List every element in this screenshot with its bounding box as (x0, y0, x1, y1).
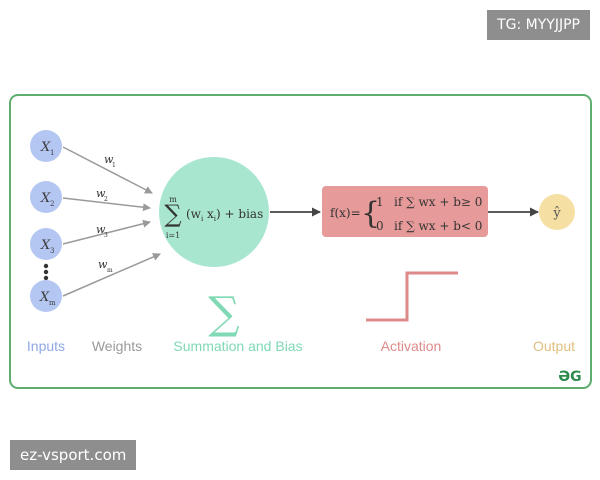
watermark-tag-bottom: ez-vsport.com (10, 440, 137, 470)
geeksforgeeks-logo: ƏG (558, 369, 581, 385)
brace: { (361, 196, 380, 231)
sum-term: (wi xi) + bias (186, 207, 263, 223)
svg-text:m: m (107, 267, 113, 274)
svg-text:w: w (96, 223, 106, 236)
weight-label-m: w m (98, 258, 113, 274)
input-node-1: X 1 (30, 130, 62, 162)
summation-icon: ∑ (208, 288, 239, 339)
output-label: Output (533, 338, 575, 354)
diagram-frame (9, 94, 592, 389)
arrow-input-2 (62, 197, 151, 212)
input-subscript: 3 (50, 247, 54, 255)
summation-label: Summation and Bias (173, 338, 302, 354)
inputs-label: Inputs (27, 338, 65, 354)
svg-text:3: 3 (104, 232, 108, 239)
step-function-icon (366, 271, 458, 322)
input-node-3: X 3 (30, 228, 62, 260)
svg-text:w: w (96, 187, 106, 200)
output-node: ŷ (539, 194, 575, 230)
case1-condition: if ∑ wx + b≥ 0 (394, 195, 482, 209)
input-node-2: X 2 (30, 181, 62, 213)
weight-label-1: w 1 (104, 153, 116, 169)
weight-arrows (62, 146, 161, 297)
case2-value: 0 (376, 219, 384, 233)
svg-text:w: w (98, 258, 108, 271)
input-label: X (40, 140, 51, 155)
arrow-input-m (62, 253, 161, 297)
output-symbol: ŷ (552, 206, 561, 221)
case1-value: 1 (376, 195, 384, 209)
summation-node: m ∑ i=1 (wi xi) + bias (159, 157, 269, 267)
sum-upper-limit: m (169, 195, 177, 204)
input-node-m: X m (30, 280, 62, 312)
input-label: X (40, 191, 51, 206)
input-subscript: 2 (50, 200, 54, 208)
input-subscript: 1 (50, 149, 54, 157)
input-label: X (40, 238, 51, 253)
activation-function-box: f(x)= { 1 if ∑ wx + b≥ 0 0 if ∑ wx + b< … (322, 186, 488, 237)
sum-sigma: ∑ (164, 200, 181, 228)
input-subscript: m (49, 299, 56, 307)
weight-label-3: w 3 (96, 223, 108, 239)
svg-text:1: 1 (112, 162, 116, 169)
watermark-tag-top: TG: MYYJJPP (487, 10, 590, 40)
weight-label-2: w 2 (96, 187, 108, 203)
arrow-input-3 (62, 219, 151, 245)
svg-text:w: w (104, 153, 114, 166)
svg-text:2: 2 (104, 196, 108, 203)
ellipsis-dots (43, 263, 49, 281)
fx-label: f(x)= (330, 206, 361, 220)
case2-condition: if ∑ wx + b< 0 (394, 219, 482, 233)
activation-label: Activation (381, 338, 442, 354)
arrow-input-1 (62, 146, 153, 194)
weights-label: Weights (92, 338, 142, 354)
input-label: X (39, 290, 50, 305)
sum-lower-limit: i=1 (166, 231, 180, 240)
